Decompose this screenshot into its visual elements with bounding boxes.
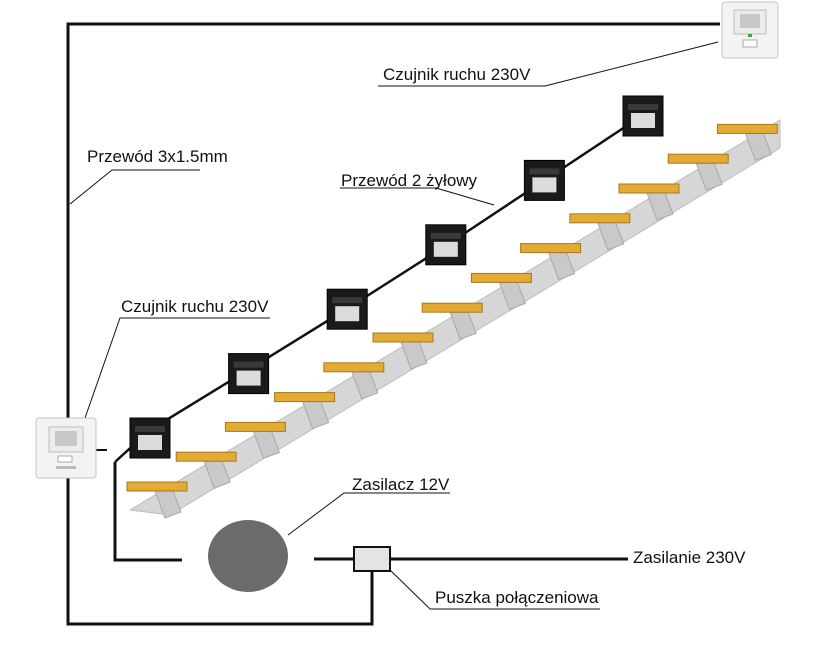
stair-step — [126, 481, 188, 519]
label-sensor-top: Czujnik ruchu 230V — [383, 65, 531, 84]
stair-step — [323, 362, 385, 400]
step-tread — [372, 332, 434, 343]
stair-lamp-hood — [529, 168, 560, 175]
leader-cable-main — [69, 169, 200, 205]
power-supply-icon — [208, 520, 288, 592]
stair-lamp-hood — [628, 104, 658, 110]
label-cable-two-wire: Przewód 2 żyłowy — [341, 171, 478, 190]
stair-lamps — [129, 95, 664, 459]
stair-step — [470, 272, 532, 311]
stair-step — [569, 213, 631, 251]
stair-lamp-icon — [425, 224, 467, 266]
label-power-supply: Zasilacz 12V — [352, 475, 450, 494]
stair-lamp-lens — [532, 177, 557, 193]
step-tread — [175, 451, 237, 462]
stair-step — [667, 153, 729, 191]
leader-sensor-left — [84, 317, 270, 419]
stair-lamp-lens — [335, 306, 360, 322]
stair-steps — [126, 123, 778, 519]
main-cable-wire — [66, 22, 720, 626]
stair-lamp-lens — [631, 113, 655, 128]
stair-lamp-icon — [523, 159, 565, 201]
step-tread — [716, 123, 778, 134]
stair-lamp-hood — [430, 232, 461, 239]
label-sensor-left: Czujnik ruchu 230V — [121, 297, 269, 316]
stair-step — [274, 392, 336, 430]
label-mains-supply: Zasilanie 230V — [633, 548, 746, 567]
stair-step — [716, 123, 778, 162]
stair-lamp-hood — [233, 361, 264, 368]
step-tread — [421, 302, 483, 313]
step-tread — [569, 213, 631, 224]
step-tread — [520, 243, 582, 254]
leader-cable-two-wire — [340, 187, 495, 206]
step-tread — [667, 153, 729, 164]
stair-lamp-lens — [433, 241, 458, 257]
stair-step — [224, 421, 286, 460]
stair-lamp-icon — [326, 288, 368, 330]
junction-box-icon — [353, 546, 391, 572]
stair-step — [520, 243, 582, 281]
step-tread — [126, 481, 188, 492]
step-tread — [224, 421, 286, 432]
stair-lamp-hood — [332, 297, 363, 304]
leader-power-supply — [287, 492, 450, 536]
stair-step — [175, 451, 237, 489]
step-tread — [323, 362, 385, 373]
stair-lamp-hood — [135, 426, 165, 432]
stair-lamp-icon — [129, 417, 171, 459]
motion-sensor-top — [721, 1, 779, 59]
step-tread — [618, 183, 680, 194]
lamp-feed-wire — [113, 462, 182, 562]
motion-sensor-left — [35, 417, 97, 479]
step-tread — [470, 272, 532, 283]
label-junction-box: Puszka połączeniowa — [435, 588, 599, 607]
leader-sensor-top — [378, 41, 719, 87]
stair-lamp-icon — [228, 353, 270, 395]
step-tread — [274, 392, 336, 403]
stair-lamp-icon — [622, 95, 664, 137]
label-cable-main: Przewód 3x1.5mm — [87, 147, 228, 166]
stair-step — [618, 183, 680, 221]
stair-step — [372, 332, 434, 370]
stair-lamp-lens — [138, 435, 162, 450]
stair-lamp-lens — [236, 370, 261, 386]
stair-step — [421, 302, 483, 340]
leader-junction-box — [387, 567, 600, 610]
